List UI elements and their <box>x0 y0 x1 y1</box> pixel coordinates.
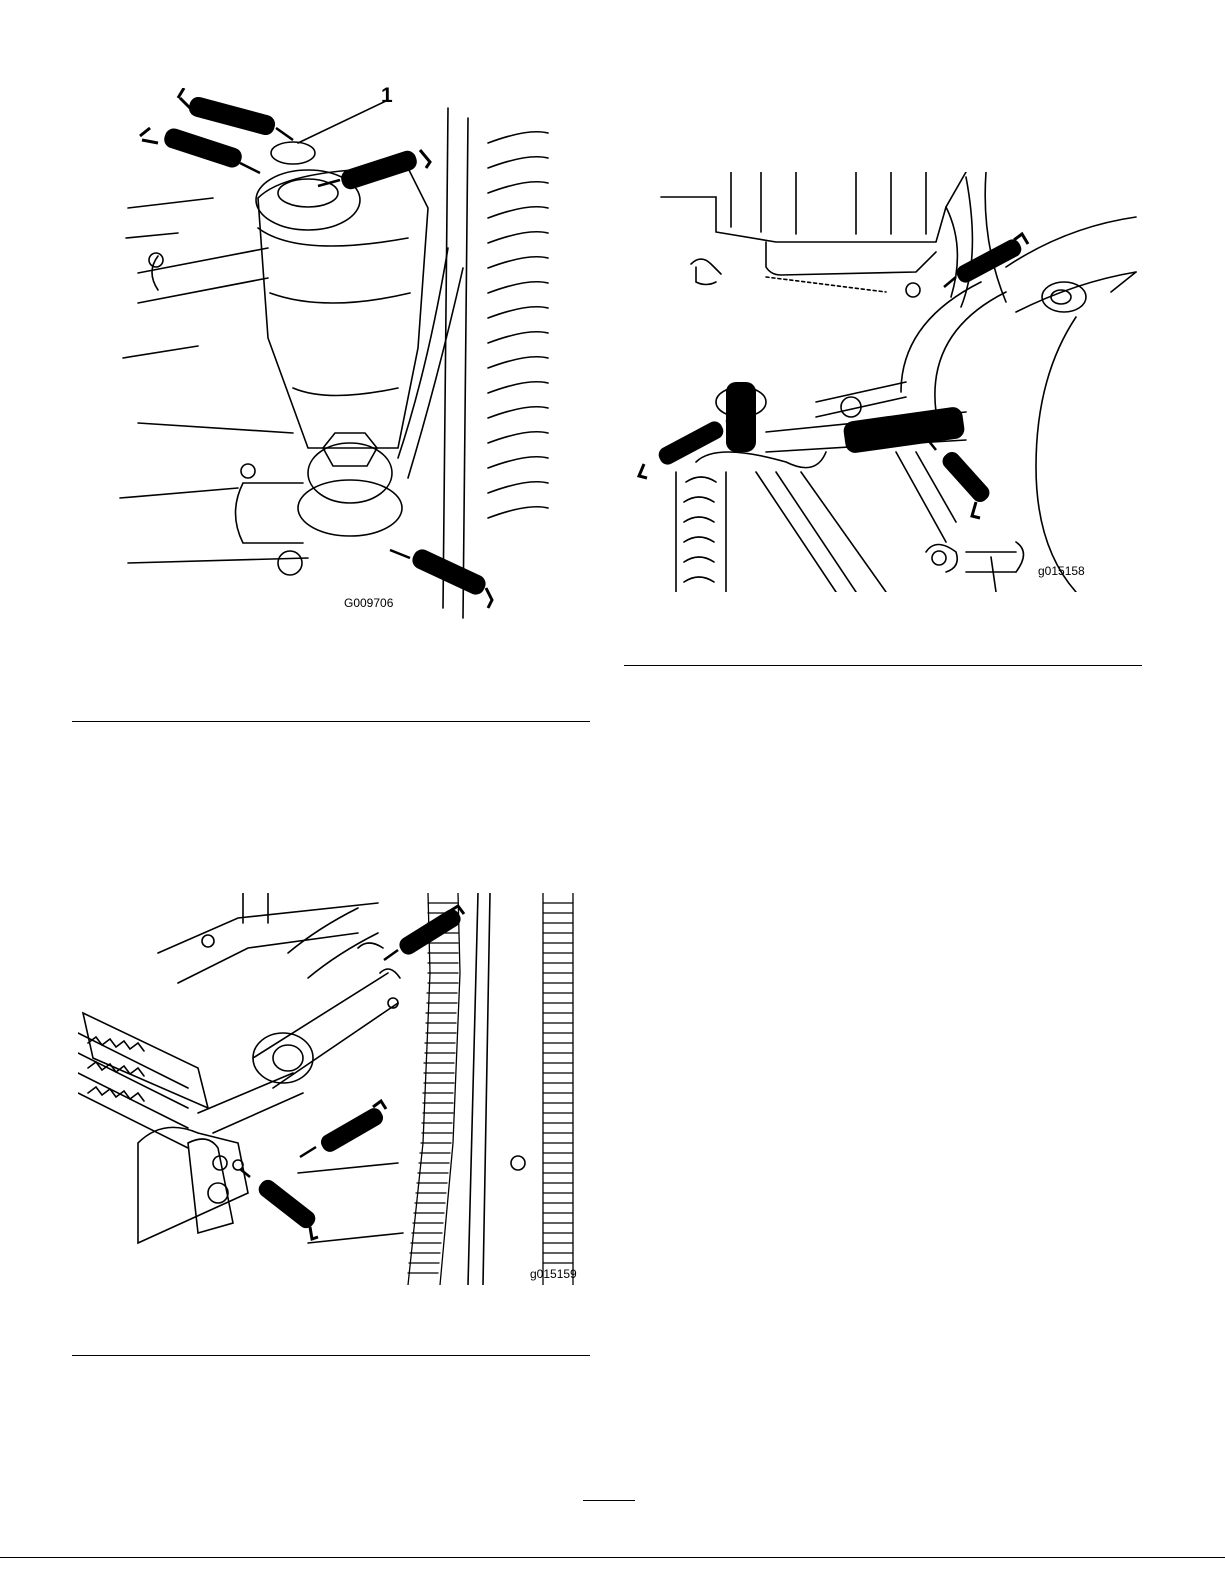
grease-gun-icon <box>178 88 293 140</box>
figure-axle-pivot: g015158 <box>636 172 1138 592</box>
grease-gun-icon <box>140 126 260 173</box>
figure-linkage-pivot: g015159 <box>78 893 580 1285</box>
callout-number: 1 <box>381 84 393 108</box>
section-divider <box>624 665 1142 666</box>
axle-pivot-illustration <box>636 172 1138 592</box>
figure-code: g015158 <box>1038 564 1085 578</box>
section-divider <box>72 721 590 722</box>
section-divider <box>72 1355 590 1356</box>
grease-gun-icon <box>390 546 492 608</box>
page-number-line <box>583 1500 635 1501</box>
grease-gun-icon <box>928 440 993 518</box>
figure-code: G009706 <box>344 596 393 610</box>
figure-steering-cylinder: 1 G009706 <box>118 88 558 623</box>
footer-rule <box>0 1557 1225 1558</box>
grease-gun-icon <box>318 148 430 191</box>
figure-code: g015159 <box>530 1267 577 1281</box>
linkage-pivot-illustration <box>78 893 580 1285</box>
grease-gun-icon <box>240 1169 319 1239</box>
grease-gun-icon <box>639 416 738 478</box>
grease-gun-icon <box>300 1101 386 1157</box>
steering-cylinder-illustration <box>118 88 558 623</box>
